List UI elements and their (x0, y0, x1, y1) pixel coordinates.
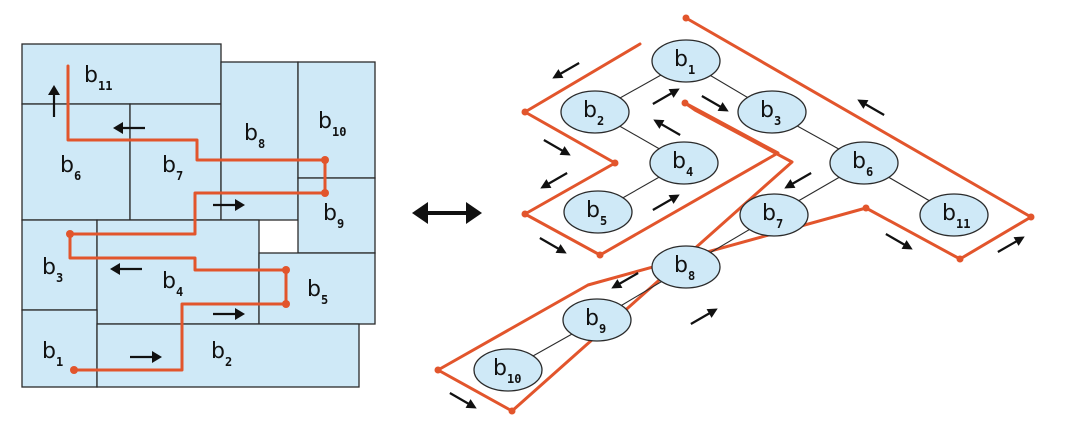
path-dot (321, 189, 329, 197)
path-dot (282, 266, 290, 274)
arrow-down-right-icon (701, 95, 729, 112)
arrow-down-left-icon (552, 62, 580, 79)
svg-text:b8: b8 (674, 253, 695, 283)
path-dot (956, 255, 964, 263)
path-dot (521, 210, 529, 218)
arrow-up-icon (48, 85, 60, 117)
contour-path (436, 16, 1033, 413)
path-dot (434, 366, 442, 374)
block-label: b10 (318, 109, 346, 139)
path-dot (682, 14, 690, 22)
tree-node: b1 (651, 39, 721, 83)
path-dot (508, 407, 516, 415)
block-label: b6 (60, 153, 81, 183)
svg-text:b11: b11 (942, 201, 970, 231)
block-label: b9 (323, 201, 344, 231)
path-dot (321, 156, 329, 164)
block-label: b11 (84, 63, 112, 93)
tree-node: b9 (562, 298, 632, 342)
arrow-up-left-icon (653, 119, 681, 136)
arrow-right-icon (130, 351, 162, 363)
svg-text:b10: b10 (493, 356, 521, 386)
svg-text:b2: b2 (583, 98, 604, 128)
path-dot (1027, 213, 1035, 221)
block-label: b1 (42, 339, 63, 369)
floorplan: b11 b6 b7 b8 b10 b9 b3 b4 b5 b1 b2 (21, 43, 376, 388)
block-label: b5 (307, 277, 328, 307)
tree-node: b10 (473, 348, 543, 392)
block-label: b3 (42, 255, 63, 285)
arrow-up-right-icon (690, 308, 718, 325)
tree-node: b2 (560, 90, 630, 134)
svg-text:b6: b6 (852, 149, 873, 179)
block-b6 (21, 103, 131, 221)
arrow-left-icon (113, 122, 145, 134)
arrow-down-left-icon (540, 172, 568, 189)
tree-node: b4 (649, 141, 719, 185)
svg-text:b9: b9 (585, 306, 606, 336)
svg-text:b7: b7 (762, 201, 783, 231)
arrow-down-right-icon (539, 237, 567, 254)
block-b4 (96, 219, 260, 325)
svg-text:b3: b3 (760, 98, 781, 128)
block-label: b8 (244, 121, 265, 151)
block-b7 (129, 103, 222, 221)
arrow-down-left-icon (611, 272, 639, 289)
arrow-right-icon (213, 308, 245, 320)
svg-text:b5: b5 (586, 198, 607, 228)
tree-node: b6 (829, 141, 899, 185)
double-arrow-icon (412, 202, 482, 224)
arrow-down-right-icon (543, 139, 571, 156)
path-dot (862, 204, 870, 212)
arrow-right-icon (213, 199, 245, 211)
arrow-down-left-icon (784, 172, 812, 189)
tree: b1 b2 b3 b4 b5 b6 b7 b8 (434, 14, 1035, 415)
arrow-up-right-icon (997, 236, 1025, 253)
block-b1 (21, 309, 98, 388)
path-dot (596, 251, 604, 259)
tree-node: b5 (563, 190, 633, 234)
block-label: b4 (162, 269, 183, 299)
arrow-down-right-icon (885, 233, 913, 250)
block-label: b2 (211, 339, 232, 369)
tree-node: b3 (737, 90, 807, 134)
block-label: b7 (162, 153, 183, 183)
path-dot (70, 366, 78, 374)
path-dot (521, 108, 529, 116)
path-dot (681, 99, 689, 107)
path-dot (282, 300, 290, 308)
arrow-up-right-icon (652, 88, 680, 105)
path-dot (66, 230, 74, 238)
arrow-down-right-icon (449, 392, 477, 409)
tree-node: b8 (651, 245, 721, 289)
path-dot (611, 159, 619, 167)
tree-node: b7 (739, 193, 809, 237)
arrow-up-right-icon (652, 194, 680, 211)
block-b2 (96, 323, 360, 388)
svg-text:b4: b4 (672, 149, 693, 179)
arrow-up-left-icon (857, 99, 885, 116)
arrow-left-icon (110, 263, 142, 275)
tree-node: b11 (919, 193, 989, 237)
svg-text:b1: b1 (674, 47, 695, 77)
